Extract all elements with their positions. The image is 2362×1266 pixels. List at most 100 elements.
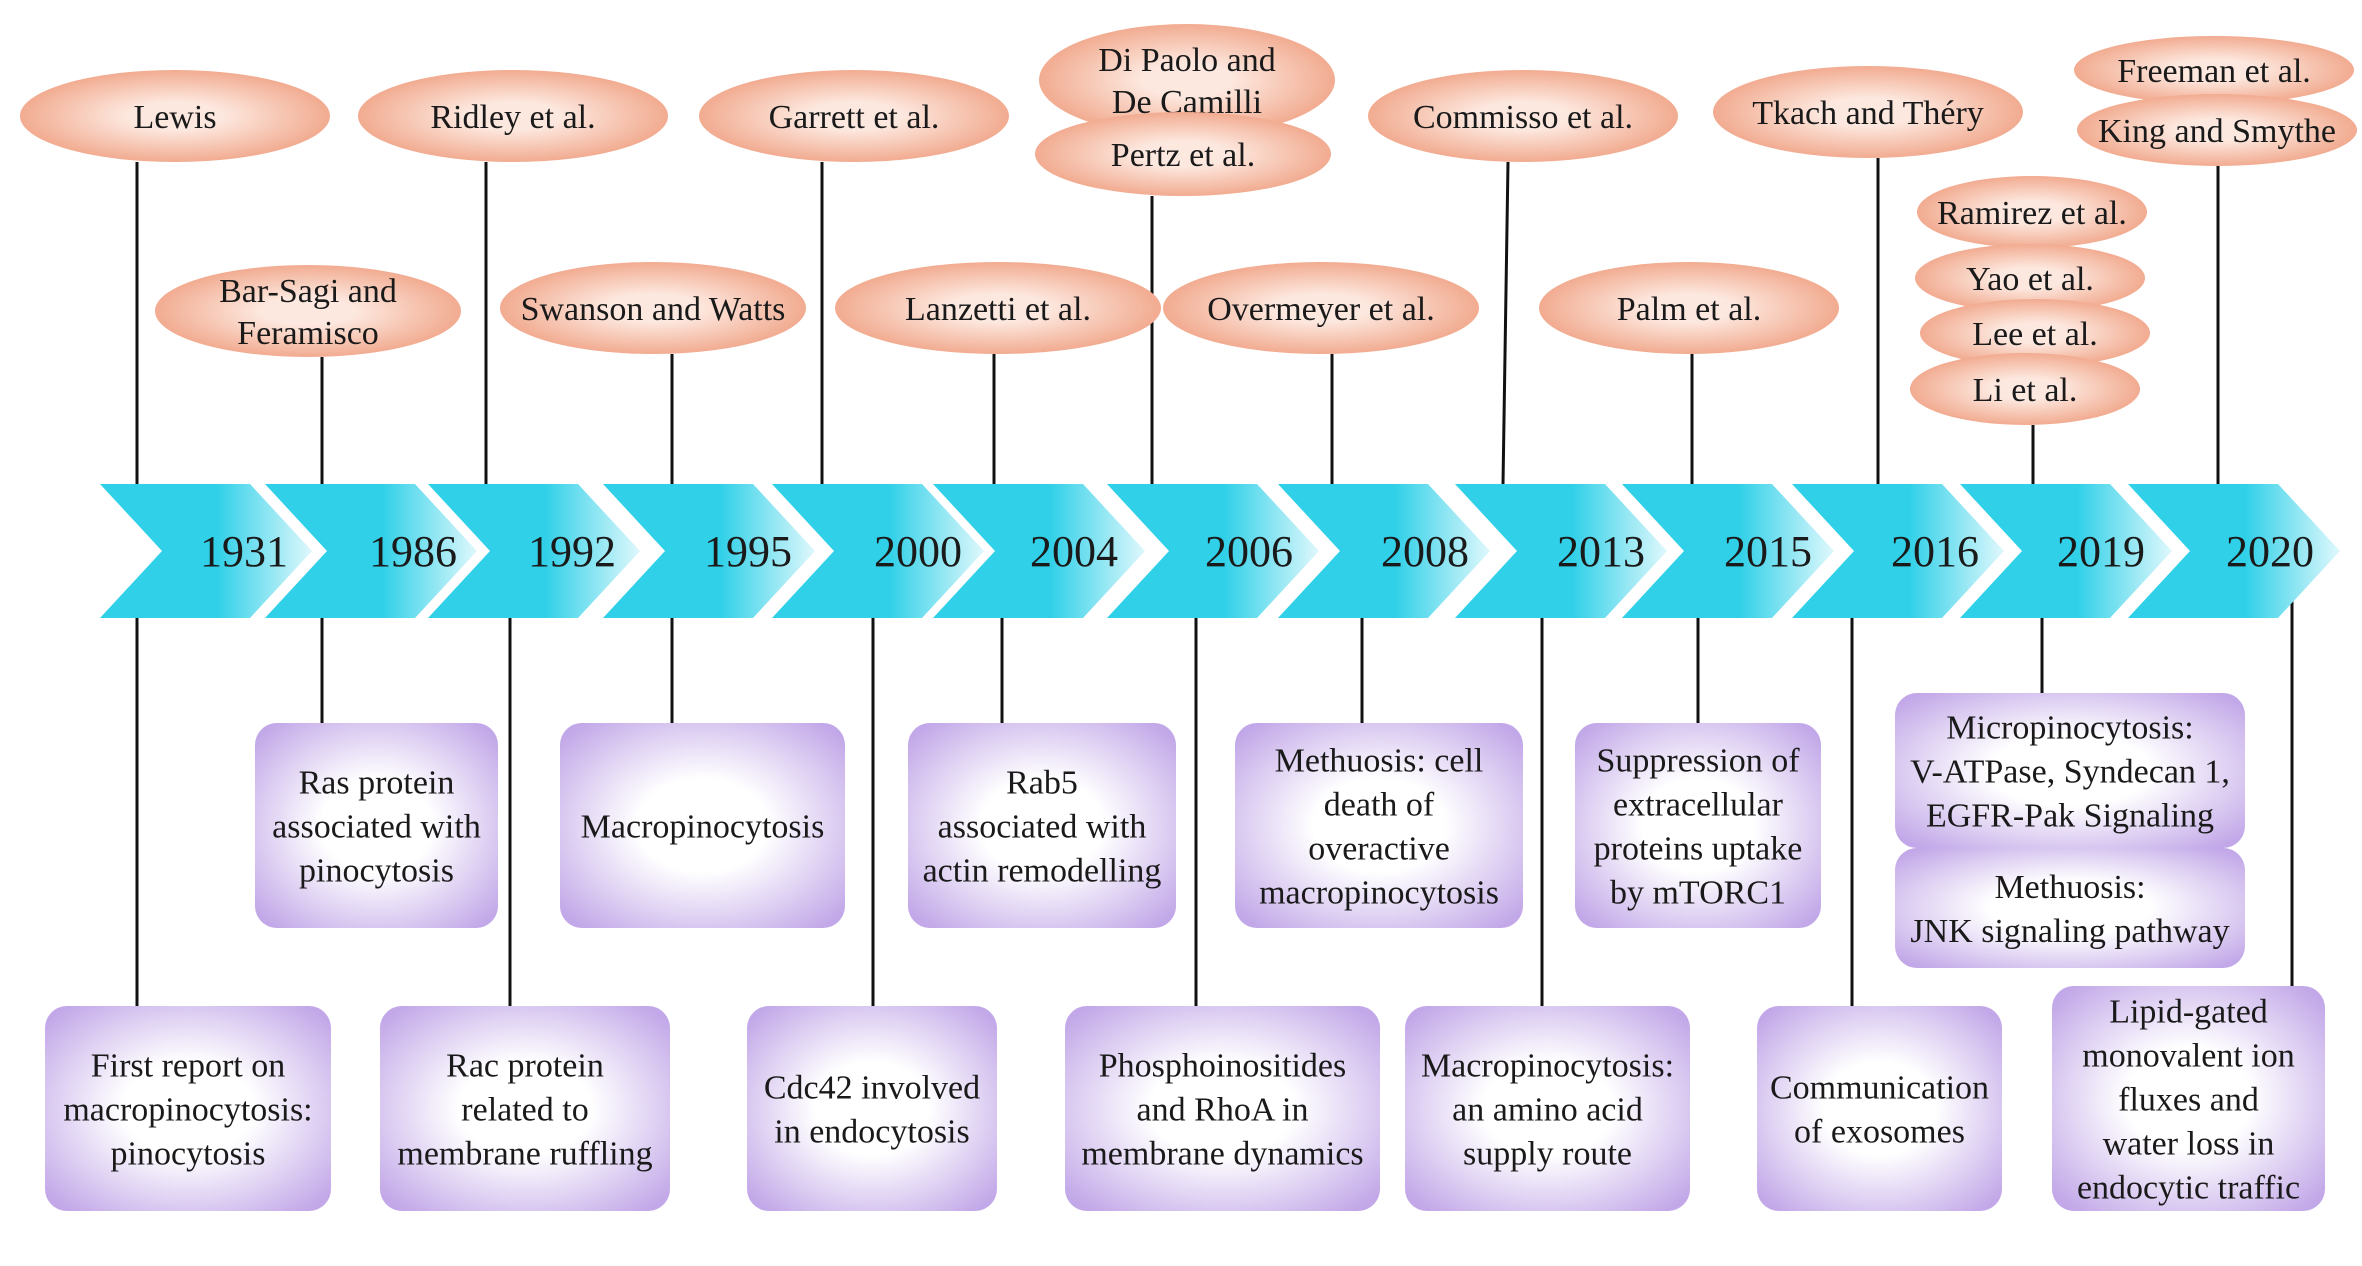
- author-oval-shape: [1039, 24, 1335, 136]
- year-label: 2019: [2057, 527, 2145, 576]
- event-box-shape: [1065, 1006, 1380, 1211]
- author-oval-shape: [20, 70, 330, 162]
- event-text: monovalent ion: [2082, 1038, 2294, 1075]
- event-text: fluxes and: [2118, 1082, 2259, 1119]
- author-oval-shape: [1910, 353, 2140, 425]
- event-text: proteins uptake: [1594, 831, 1803, 868]
- author-oval: Palm et al.: [1539, 262, 1839, 354]
- author-name: Overmeyer et al.: [1207, 291, 1435, 328]
- year-label: 1995: [704, 527, 792, 576]
- author-oval: Garrett et al.: [699, 70, 1009, 162]
- author-oval-shape: [358, 70, 668, 162]
- author-oval-shape: [835, 262, 1161, 354]
- event-text: Communication: [1770, 1070, 1989, 1107]
- event-text: Suppression of: [1596, 743, 1800, 780]
- author-oval: Pertz et al.: [1035, 112, 1331, 196]
- author-name: King and Smythe: [2098, 113, 2336, 150]
- author-oval: Freeman et al.: [2074, 36, 2354, 104]
- author-name: Li et al.: [1973, 372, 2078, 409]
- author-name: Pertz et al.: [1111, 137, 1255, 174]
- author-name: Palm et al.: [1617, 291, 1761, 328]
- year-chevron: [772, 484, 984, 618]
- author-oval: Swanson and Watts: [500, 262, 806, 354]
- year-chevron: [265, 484, 477, 618]
- author-name: Commisso et al.: [1413, 99, 1633, 136]
- author-oval: Lewis: [20, 70, 330, 162]
- author-oval-shape: [1035, 112, 1331, 196]
- author-oval-shape: [1713, 66, 2023, 158]
- year-chevron: [100, 484, 312, 618]
- event-box-shape: [380, 1006, 670, 1211]
- event-box-shape: [1895, 848, 2245, 968]
- event-box-shape: [1757, 1006, 2002, 1211]
- author-oval: Lanzetti et al.: [835, 262, 1161, 354]
- year-chevron: [1278, 484, 1490, 618]
- connector-lines: [135, 158, 2294, 1006]
- author-name: Feramisco: [237, 315, 379, 352]
- event-text: membrane dynamics: [1081, 1136, 1363, 1173]
- author-name: Bar-Sagi and: [219, 273, 397, 310]
- event-box-shape: [747, 1006, 997, 1211]
- year-label: 1986: [369, 527, 457, 576]
- year-label: 2016: [1891, 527, 1979, 576]
- year-label: 2015: [1724, 527, 1812, 576]
- event-text: pinocytosis: [299, 853, 454, 890]
- event-box-shape: [560, 723, 845, 928]
- year-chevron: [1622, 484, 1834, 618]
- author-name: Garrett et al.: [769, 99, 940, 136]
- event-text: death of: [1324, 787, 1435, 824]
- author-oval-shape: [1539, 262, 1839, 354]
- event-box: Methuosis: JNK signaling pathway: [1895, 848, 2245, 968]
- author-name: Tkach and Théry: [1752, 95, 1984, 132]
- event-text: membrane ruffling: [397, 1136, 652, 1173]
- author-name: Yao et al.: [1966, 261, 2094, 298]
- event-text: JNK signaling pathway: [1910, 913, 2229, 950]
- author-oval: Ridley et al.: [358, 70, 668, 162]
- event-box-shape: [255, 723, 498, 928]
- event-box-shape: [2052, 986, 2325, 1211]
- event-text: Macropinocytosis:: [1421, 1048, 1674, 1085]
- year-label: 1992: [528, 527, 616, 576]
- author-oval: Ramirez et al.: [1917, 176, 2147, 248]
- author-oval-shape: [2074, 36, 2354, 104]
- event-text: Lipid-gated: [2109, 994, 2268, 1031]
- author-oval-shape: [500, 262, 806, 354]
- author-oval-shape: [2077, 94, 2357, 166]
- author-oval-shape: [155, 265, 461, 357]
- author-oval: Li et al.: [1910, 353, 2140, 425]
- event-text: actin remodelling: [923, 853, 1162, 890]
- event-text: Rab5: [1006, 765, 1078, 802]
- author-name: Swanson and Watts: [521, 291, 786, 328]
- year-chevron: [603, 484, 815, 618]
- author-name: Ramirez et al.: [1937, 195, 2127, 232]
- event-text: Methuosis:: [1994, 869, 2145, 906]
- author-name: Lee et al.: [1972, 316, 2098, 353]
- event-text: Macropinocytosis: [581, 809, 825, 846]
- event-box-shape: [1235, 723, 1523, 928]
- year-label: 2006: [1205, 527, 1293, 576]
- author-name: Ridley et al.: [430, 99, 595, 136]
- event-text: an amino acid: [1452, 1092, 1643, 1129]
- author-oval-shape: [1920, 299, 2150, 367]
- author-oval-shape: [1917, 176, 2147, 248]
- event-box: Macropinocytosis: [560, 723, 845, 928]
- year-chevron: [1960, 484, 2172, 618]
- event-box-shape: [1575, 723, 1821, 928]
- author-name: Freeman et al.: [2117, 53, 2311, 90]
- year-chevron: [428, 484, 640, 618]
- event-text: First report on: [91, 1048, 286, 1085]
- event-text: macropinocytosis: [1259, 875, 1499, 912]
- year-chevron: [933, 484, 1145, 618]
- author-name: Lewis: [133, 99, 216, 136]
- year-label: 2013: [1557, 527, 1645, 576]
- author-oval: Commisso et al.: [1368, 70, 1678, 162]
